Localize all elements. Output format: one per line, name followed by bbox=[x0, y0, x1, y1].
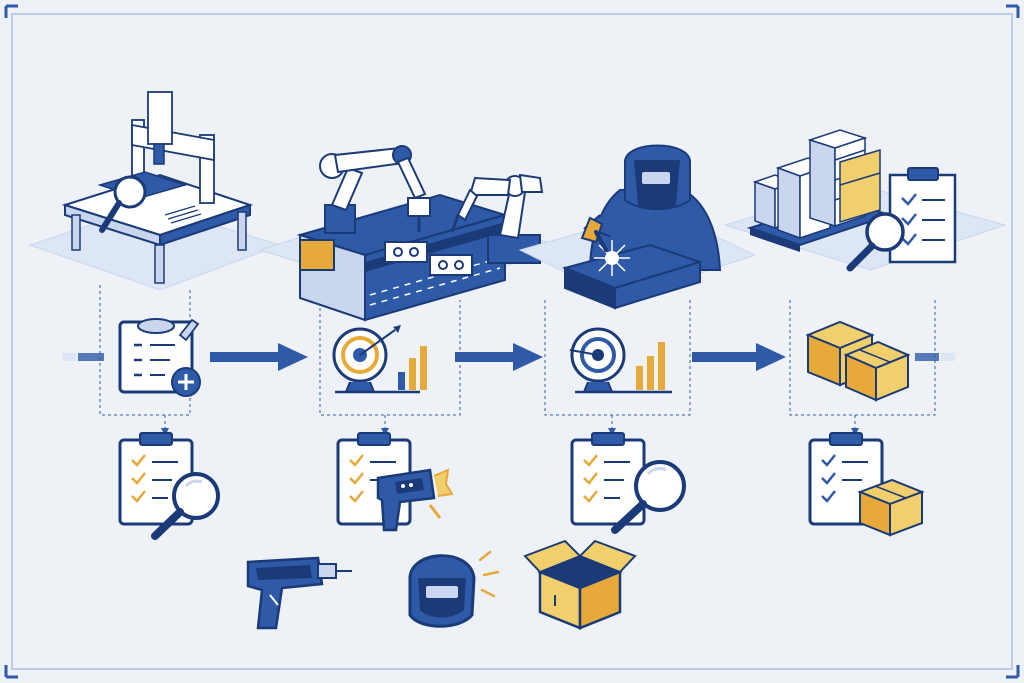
palletized-boxes-inspection-icon bbox=[723, 129, 1007, 272]
flow-arrow-out-icon bbox=[915, 353, 955, 361]
open-box-icon bbox=[523, 539, 637, 630]
flow-arrow-2-icon bbox=[455, 343, 543, 371]
target-chart-icon bbox=[332, 325, 427, 394]
flow-arrow-1-icon bbox=[210, 343, 308, 371]
welding-helmet-icon bbox=[408, 550, 500, 628]
cmm-inspection-machine-icon bbox=[28, 91, 282, 291]
frame bbox=[4, 4, 1020, 679]
shipping-boxes-icon bbox=[805, 320, 911, 402]
robotic-assembly-line-icon bbox=[258, 145, 562, 322]
checklist-magnifier-icon bbox=[570, 432, 686, 534]
checklist-box-icon bbox=[808, 432, 925, 537]
checklist-magnifier-icon bbox=[118, 432, 220, 540]
drill-gun-icon bbox=[246, 556, 352, 630]
flow-arrow-3-icon bbox=[692, 343, 786, 371]
welder-at-workbench-icon bbox=[518, 144, 757, 310]
flow-arrow-in-icon bbox=[62, 353, 104, 361]
flow-arrows bbox=[62, 343, 955, 371]
clipboard-add-icon bbox=[118, 318, 201, 397]
checklist-rivet-gun-icon bbox=[336, 432, 454, 532]
target-chart-icon bbox=[569, 327, 672, 394]
